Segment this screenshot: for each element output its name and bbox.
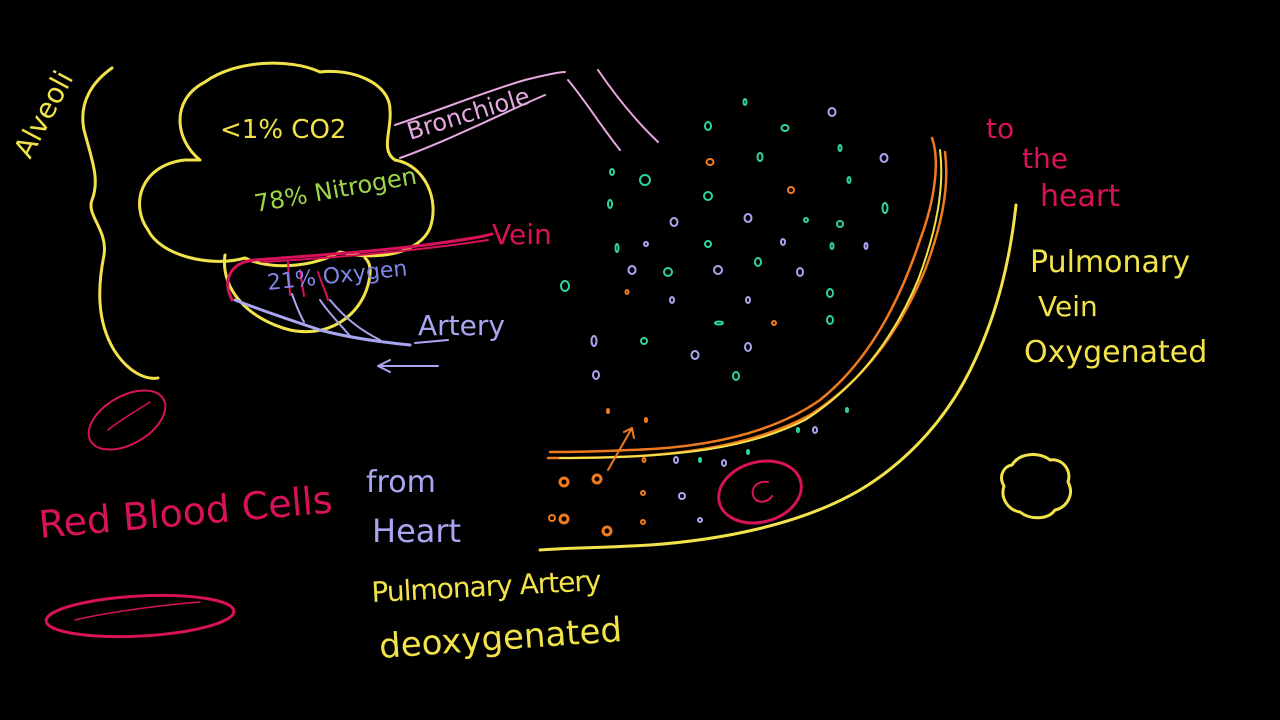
artery-capillary	[233, 298, 412, 347]
label-pulmonary-artery: Pulmonary Artery	[371, 564, 602, 609]
bronchiole-branch-a	[567, 79, 621, 151]
red-blood-cell-capillary	[717, 459, 803, 525]
oxygen-blob	[1000, 453, 1072, 520]
flow-arrow-left	[377, 359, 439, 373]
artery-branch	[291, 293, 381, 341]
label-from: from	[366, 465, 436, 500]
label-co2: <1% CO2	[220, 115, 346, 145]
capillary-wall-orange-1	[548, 136, 937, 454]
label-deoxygenated: deoxygenated	[378, 610, 623, 667]
label-vein: Vein	[492, 218, 552, 251]
label-vein-right: Vein	[1038, 290, 1098, 323]
label-heart-to: heart	[1040, 179, 1120, 214]
artery-underline	[414, 339, 449, 344]
label-pulmonary: Pulmonary	[1030, 245, 1190, 280]
bronchiole-branch-b	[597, 69, 659, 143]
diffusion-arrow	[607, 427, 635, 471]
rbc-top-center	[107, 401, 151, 431]
vein-capillary	[226, 232, 494, 302]
red-blood-cell-top	[87, 389, 167, 451]
label-heart-from: Heart	[372, 512, 461, 550]
label-red-blood-cells: Red Blood Cells	[37, 477, 334, 546]
label-nitrogen: 78% Nitrogen	[252, 162, 419, 218]
label-bronchiole: Bronchiole	[404, 82, 534, 146]
label-the: the	[1022, 142, 1068, 175]
bronchiole-tube-lower	[399, 94, 546, 159]
alveolus-cloud	[138, 61, 435, 268]
alveoli-sac-outline	[81, 66, 160, 380]
label-oxygenated: Oxygenated	[1024, 335, 1207, 370]
gas-molecules	[548, 98, 889, 537]
capillary-outer-wall	[538, 203, 1018, 552]
label-alveoli: Alveoli	[7, 65, 80, 163]
capillary-wall-yellow	[559, 149, 943, 459]
rbc-capillary-center	[751, 480, 773, 503]
capillary-cup	[222, 253, 372, 333]
rbc-side-center	[74, 601, 201, 621]
bronchiole-tube-upper	[394, 71, 566, 126]
vein-capillary-2	[261, 239, 489, 263]
red-blood-cell-side	[44, 593, 236, 639]
label-to: to	[986, 112, 1014, 145]
vein-branch	[287, 261, 329, 301]
label-artery: Artery	[418, 309, 505, 342]
